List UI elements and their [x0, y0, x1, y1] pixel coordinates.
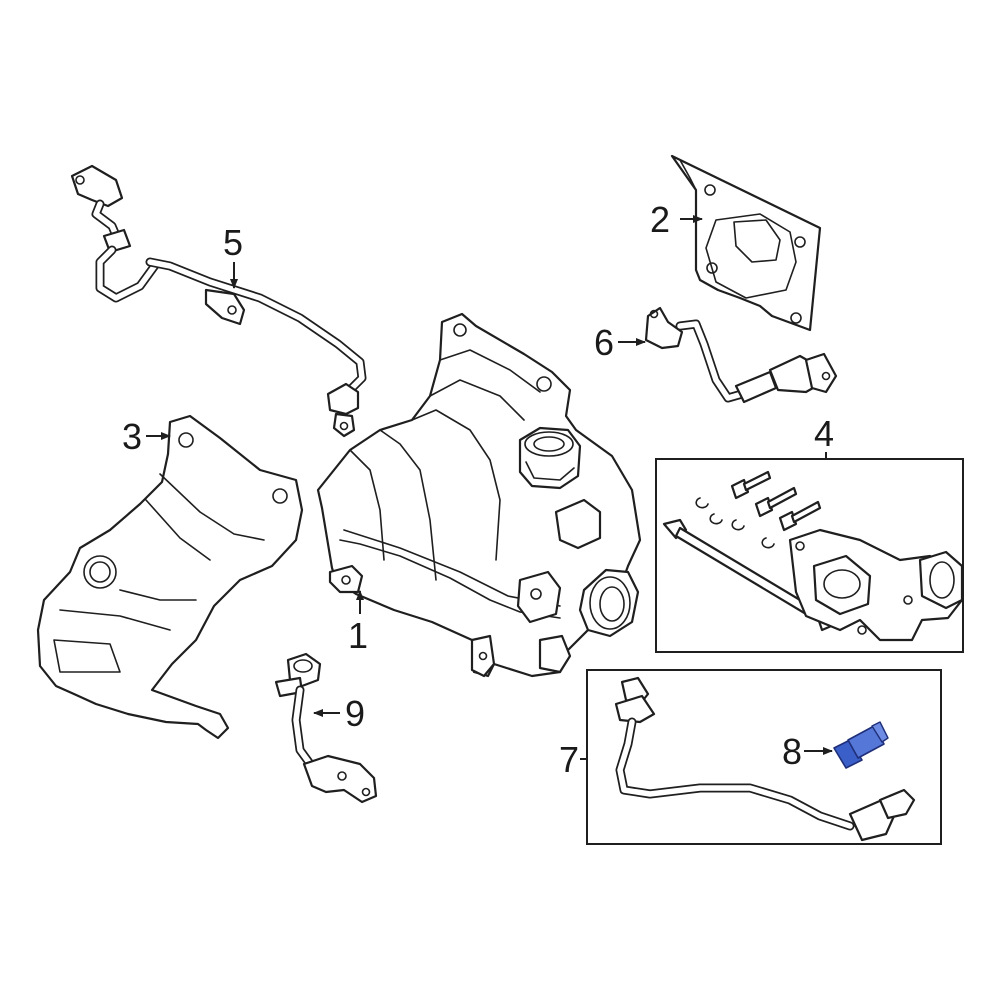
callout-9: 9	[345, 693, 365, 734]
part-7-coolant-line[interactable]	[614, 676, 916, 842]
part-5-oil-feed-line[interactable]	[70, 164, 367, 438]
callout-1: 1	[348, 615, 368, 656]
callout-2: 2	[650, 199, 670, 240]
kit-7-box	[586, 669, 942, 845]
bolt-3-icon	[778, 500, 822, 532]
part-9-coolant-line[interactable]	[274, 652, 378, 804]
callout-8: 8	[782, 731, 802, 772]
callout-6: 6	[594, 322, 614, 363]
clip-icon	[761, 537, 775, 549]
bolt-8-highlighted-icon	[833, 739, 863, 769]
part-2-turbo-gasket[interactable]	[670, 154, 822, 332]
part-3-heat-shield[interactable]	[36, 414, 304, 740]
callout-7: 7	[559, 739, 579, 780]
part-6-oil-return-line[interactable]	[644, 306, 838, 404]
part-4-wastegate-actuator-kit[interactable]	[662, 470, 964, 642]
callout-4: 4	[814, 413, 834, 454]
callout-5: 5	[223, 222, 243, 263]
clip-icon	[695, 497, 709, 509]
part-1-turbocharger[interactable]	[316, 312, 642, 678]
bolt-2-icon	[754, 486, 798, 518]
clip-icon	[731, 519, 745, 531]
kit-4-box	[655, 458, 964, 653]
part-8-bolt[interactable]	[833, 721, 889, 769]
callout-3: 3	[122, 416, 142, 457]
bolt-1-icon	[730, 470, 772, 500]
clip-icon	[709, 513, 723, 525]
